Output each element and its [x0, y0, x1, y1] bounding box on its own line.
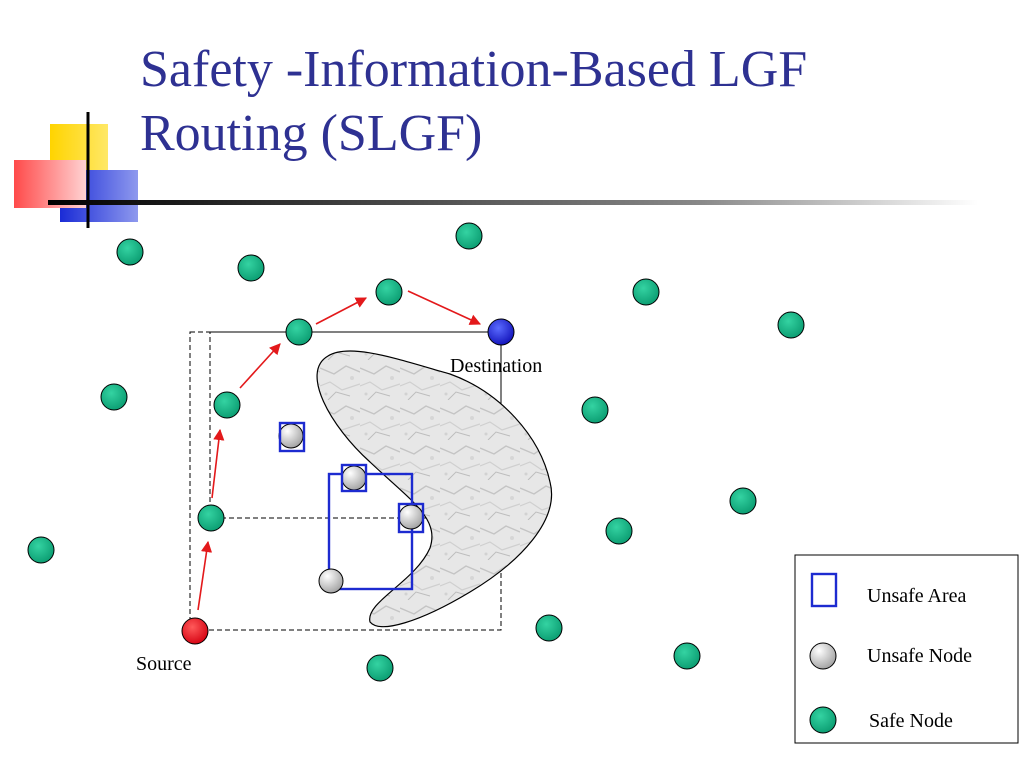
slide-title-line-2: Routing (SLGF): [140, 105, 483, 162]
legend-unsafe-area-label: Unsafe Area: [867, 585, 967, 607]
title-divider-rule: [48, 200, 978, 205]
legend-unsafe-node-swatch: [809, 642, 837, 670]
obstacle-hole: [316, 350, 553, 628]
unsafe-node: [341, 465, 367, 491]
route-arrow: [211, 428, 225, 499]
safe-node: [116, 238, 144, 266]
safe-node: [366, 654, 394, 682]
safe-node: [197, 504, 225, 532]
legend: Unsafe Area Unsafe Node Safe Node: [794, 554, 1019, 744]
corner-logo: [14, 112, 978, 228]
route-arrow: [315, 297, 367, 325]
legend-safe-node-label: Safe Node: [869, 710, 953, 732]
unsafe-node: [318, 568, 344, 594]
legend-safe-node-swatch: [809, 706, 837, 734]
route-arrow: [239, 343, 281, 389]
safe-node: [535, 614, 563, 642]
route-arrow: [407, 290, 482, 325]
safe-node: [581, 396, 609, 424]
route-arrow: [197, 540, 213, 611]
safe-node: [375, 278, 403, 306]
unsafe-area-small: [397, 502, 425, 534]
unsafe-area-small: [340, 463, 368, 493]
safe-node: [213, 391, 241, 419]
destination-label: Destination: [450, 355, 542, 377]
destination-node: [487, 318, 515, 346]
safe-node: [605, 517, 633, 545]
safe-node: [27, 536, 55, 564]
unsafe-node: [398, 504, 424, 530]
source-node: [181, 617, 209, 645]
legend-unsafe-node-label: Unsafe Node: [867, 645, 972, 667]
safe-node: [285, 318, 313, 346]
route-path: [197, 290, 482, 611]
legend-unsafe-area-swatch: [810, 572, 838, 608]
unsafe-node: [278, 423, 304, 449]
slide-title-line-1: Safety -Information-Based LGF: [140, 41, 808, 98]
safe-node: [455, 222, 483, 250]
unsafe-area-small: [278, 421, 306, 453]
safe-node: [729, 487, 757, 515]
safe-node: [237, 254, 265, 282]
safe-nodes: [27, 222, 805, 682]
source-label: Source: [136, 653, 192, 675]
safe-node: [632, 278, 660, 306]
safe-node: [777, 311, 805, 339]
safe-node: [673, 642, 701, 670]
slide-title: Safety -Information-Based LGF Routing (S…: [140, 38, 1000, 166]
safe-node: [100, 383, 128, 411]
